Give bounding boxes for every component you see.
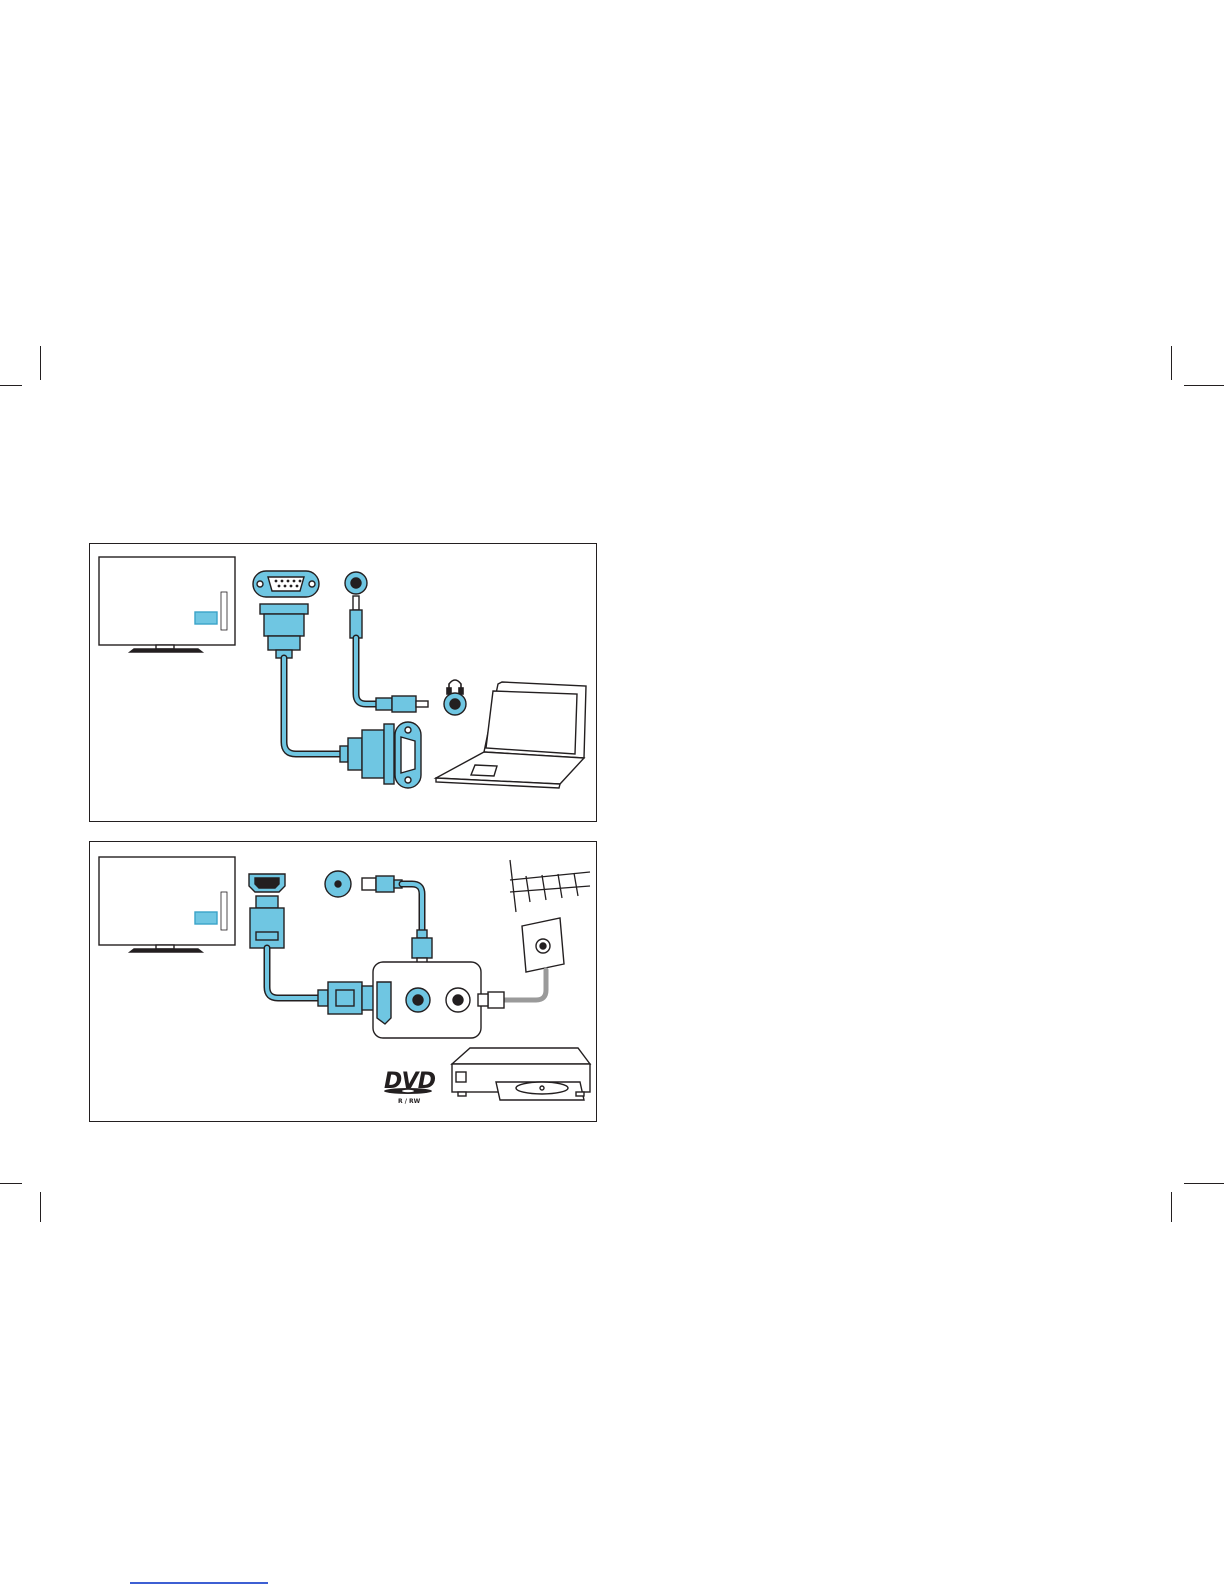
headphone-icon xyxy=(447,680,463,694)
crop-mark xyxy=(1184,1183,1224,1184)
vga-cable xyxy=(284,658,342,754)
antenna-icon xyxy=(510,860,590,912)
crop-mark xyxy=(0,1183,22,1184)
rf-cable xyxy=(402,884,422,934)
crop-mark xyxy=(1171,346,1172,380)
vga-port-icon xyxy=(253,571,319,597)
wall-socket-icon xyxy=(522,918,564,972)
audio-cable xyxy=(356,638,380,704)
diagram-1-svg xyxy=(90,544,595,820)
diagram-2-svg: DVD R / RW xyxy=(90,842,595,1120)
antenna-cable xyxy=(504,970,546,1000)
rf-port-icon xyxy=(325,871,351,897)
diagram-tv-laptop xyxy=(89,543,597,822)
tv-icon xyxy=(99,857,235,952)
crop-mark xyxy=(40,1192,41,1222)
vga-port-laptop-icon xyxy=(395,722,421,788)
crop-mark xyxy=(1171,1192,1172,1222)
audio-jack-icon xyxy=(345,572,367,594)
diagram-tv-dvd: DVD R / RW xyxy=(89,841,597,1122)
audio-plug-laptop xyxy=(376,696,428,712)
crop-mark xyxy=(40,346,41,380)
vga-plug-laptop xyxy=(340,724,394,784)
rf-plug-top xyxy=(362,876,402,892)
dvd-logo: DVD R / RW xyxy=(384,1069,436,1105)
headphone-jack-icon xyxy=(444,693,466,715)
tv-icon xyxy=(99,557,235,652)
vga-plug xyxy=(260,604,308,658)
hdmi-plug xyxy=(250,896,284,948)
hdmi-plug-dvd xyxy=(318,982,374,1014)
crop-mark xyxy=(0,385,22,386)
hdmi-cable xyxy=(267,948,322,998)
dvd-back-panel xyxy=(373,962,481,1038)
antenna-plug xyxy=(478,992,504,1008)
audio-plug-top xyxy=(350,596,362,638)
hdmi-port-icon xyxy=(249,874,285,892)
dvd-logo-subtext: R / RW xyxy=(398,1098,421,1105)
crop-mark xyxy=(1184,385,1224,386)
dvd-player-icon xyxy=(452,1048,590,1100)
